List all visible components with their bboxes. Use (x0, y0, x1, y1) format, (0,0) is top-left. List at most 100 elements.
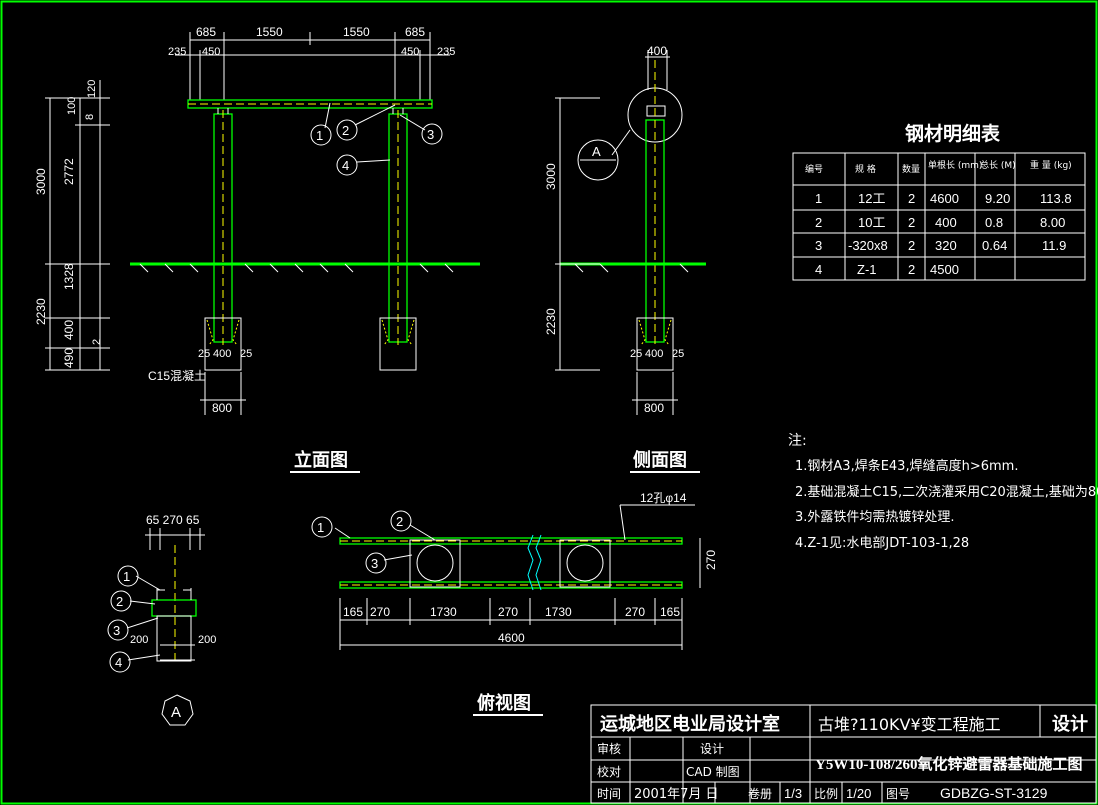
tb-drawing-no: GDBZG-ST-3129 (940, 785, 1048, 801)
elev-dim-235-left: 235 (168, 46, 186, 58)
callout-2-elev: 2 (342, 123, 349, 138)
section-label: A (592, 144, 601, 159)
callout-1-detail: 1 (123, 569, 130, 584)
plan-dim-4600: 4600 (498, 631, 525, 645)
tb-volume: 1/3 (784, 786, 802, 801)
detail-dim-200-left: 200 (130, 634, 148, 646)
side-base-25-left: 25 (630, 348, 642, 360)
notes: 注: 1.钢材A3,焊条E43,焊缝高度h>6mm. 2.基础混凝土C15,二次… (788, 433, 1098, 551)
callout-4-elev: 4 (342, 158, 349, 173)
cell-r4-c1: 4 (815, 262, 822, 277)
title-block: 运城地区电业局设计室 古堆?110KV¥变工程施工 设计 Y5W10-108/2… (590, 704, 1097, 804)
th-qty: 数量 (902, 163, 920, 175)
th-total: 总长 (M) (980, 159, 1016, 171)
plan-dim-270-a: 270 (370, 605, 390, 619)
elev-dim-2772: 2772 (62, 158, 76, 185)
th-no: 编号 (805, 163, 823, 175)
tb-cad: CAD 制图 (686, 765, 740, 779)
elevation-title: 立面图 (294, 449, 348, 471)
cell-r1-c4: 4600 (930, 191, 959, 206)
notes-heading: 注: (788, 433, 807, 449)
elev-dim-100: 100 (66, 97, 78, 115)
elev-base-25-left: 25 (198, 348, 210, 360)
tb-design: 设计 (700, 742, 724, 756)
elev-base-400: 400 (213, 348, 231, 360)
elev-dim-1550-left: 1550 (256, 25, 283, 39)
cell-r1-c5: 9.20 (985, 191, 1010, 206)
elev-dim-1328: 1328 (62, 263, 76, 290)
footing-left (204, 317, 242, 371)
elev-base-800: 800 (212, 401, 232, 415)
cell-r3-c3: 2 (908, 238, 915, 253)
th-unitlen: 单根长 (mm) (928, 159, 982, 171)
cell-r4-c4: 4500 (930, 262, 959, 277)
tb-project: 古堆?110KV¥变工程施工 (818, 715, 1001, 734)
cell-r3-c1: 3 (815, 238, 822, 253)
cell-r2-c2: 10工 (858, 215, 885, 230)
elev-dim-8: 8 (84, 114, 96, 120)
cell-r4-c3: 2 (908, 262, 915, 277)
plan-dim-270-c: 270 (625, 605, 645, 619)
plan-dim-270-width: 270 (704, 550, 718, 570)
callout-3-detail: 3 (113, 623, 120, 638)
elev-dim-120: 120 (86, 80, 98, 98)
cell-r2-c5: 0.8 (985, 215, 1003, 230)
plan-dim-165-right: 165 (660, 605, 680, 619)
elev-dim-400: 400 (62, 320, 76, 340)
note-3: 3.外露铁件均需热镀锌处理. (795, 509, 955, 525)
elevation-view: 685 1550 1550 685 235 450 450 235 25 400… (34, 25, 480, 473)
th-spec: 规 格 (855, 163, 876, 175)
cell-r2-c4: 400 (935, 215, 957, 230)
concrete-note: C15混凝土 (148, 368, 206, 383)
side-base-800: 800 (644, 401, 664, 415)
plan-dim-270-b: 270 (498, 605, 518, 619)
elev-dim-685-left: 685 (196, 25, 216, 39)
side-dim-2230: 2230 (544, 308, 558, 335)
tb-scale: 1/20 (846, 786, 871, 801)
callout-3-plan: 3 (371, 556, 378, 571)
side-view: 400 A 25 400 25 800 3000 2230 侧面图 (544, 44, 706, 473)
tb-review: 审核 (597, 741, 621, 756)
side-base-400: 400 (645, 348, 663, 360)
cell-r2-c3: 2 (908, 215, 915, 230)
detail-a: 65 270 65 200 200 1 2 3 4 A (107, 513, 216, 726)
side-base-25-right: 25 (672, 348, 684, 360)
tb-check: 校对 (597, 764, 621, 779)
cell-r2-c1: 2 (815, 215, 822, 230)
elev-dim-490: 490 (62, 348, 76, 368)
tb-date: 2001年7月 日 (634, 787, 719, 802)
tb-drawing-no-label: 图号 (886, 787, 910, 801)
detail-label: A (171, 704, 181, 721)
callout-4-detail: 4 (115, 655, 122, 670)
plan-dim-1730-b: 1730 (545, 605, 572, 619)
elev-dim-3000: 3000 (34, 168, 48, 195)
tb-volume-label: 卷册 (748, 786, 772, 801)
plan-dim-1730-a: 1730 (430, 605, 457, 619)
cell-r1-c1: 1 (815, 191, 822, 206)
elev-dim-2230: 2230 (34, 298, 48, 325)
hole-note: 12孔φ14 (640, 491, 687, 505)
elev-dim-1550-right: 1550 (343, 25, 370, 39)
note-4: 4.Z-1见:水电部JDT-103-1,28 (795, 536, 969, 551)
cell-r3-c4: 320 (935, 238, 957, 253)
note-2: 2.基础混凝土C15,二次浇灌采用C20混凝土,基础为800X8 (795, 484, 1098, 500)
tb-stage: 设计 (1052, 713, 1088, 735)
footing-right (379, 317, 417, 371)
plan-dim-165-left: 165 (343, 605, 363, 619)
cell-r1-c6: 113.8 (1040, 191, 1072, 206)
th-weight: 重 量 (kg) (1030, 159, 1072, 171)
side-title: 侧面图 (633, 450, 687, 471)
section-marker (577, 139, 619, 181)
tb-time: 时间 (597, 787, 621, 801)
callout-2-plan: 2 (396, 514, 403, 529)
callout-3-elev: 3 (427, 127, 434, 142)
plan-title: 俯视图 (477, 692, 531, 714)
table-title: 钢材明细表 (905, 122, 1001, 145)
elev-dim-235-right: 235 (437, 46, 455, 58)
cell-r1-c2: 12工 (858, 191, 885, 206)
elev-dim-685-right: 685 (405, 25, 425, 39)
plan-view: 12孔φ14 1 2 3 270 165 270 1730 270 1730 2… (311, 491, 718, 716)
elev-dim-450-right: 450 (401, 46, 419, 58)
cell-r2-c6: 8.00 (1040, 215, 1065, 230)
